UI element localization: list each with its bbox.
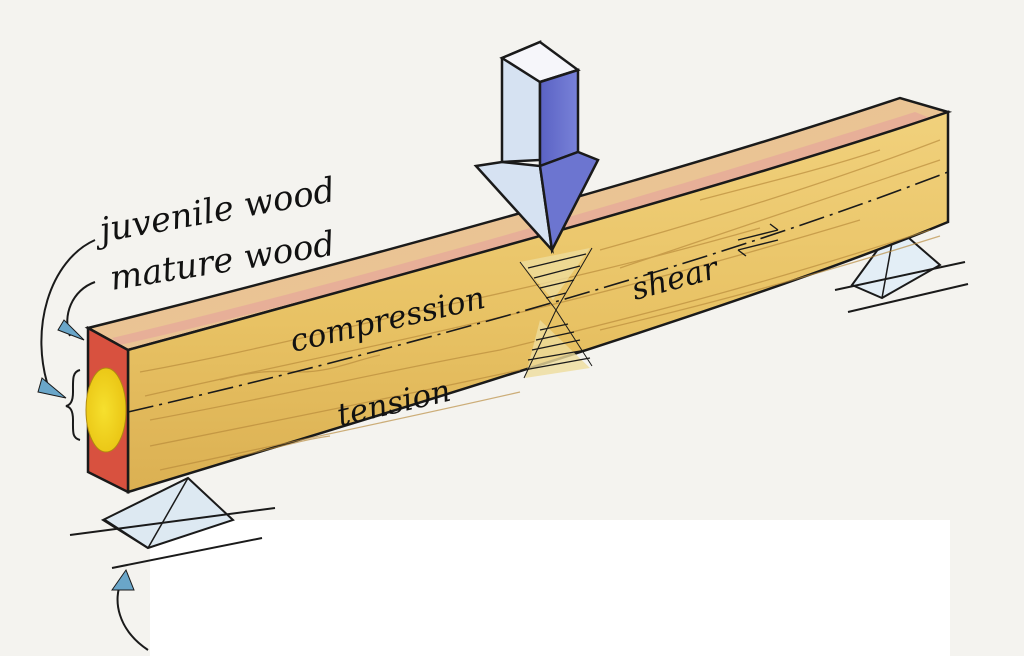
left-support-icon: [69, 476, 276, 569]
mature-arrowhead-icon: [57, 319, 85, 341]
support-arrowhead-icon: [111, 568, 135, 591]
shear-zone: [519, 247, 593, 379]
neutral-axis: [127, 171, 949, 413]
blank-patch: [150, 520, 950, 656]
load-arrow-icon: [473, 40, 600, 255]
juvenile-arrowhead-icon: [37, 377, 67, 399]
shear-arrows-icon: [737, 223, 779, 257]
core-brace: [65, 369, 81, 441]
arrowheads: [37, 319, 135, 591]
beam-front-face: [126, 110, 950, 494]
wood-grain: [139, 139, 941, 471]
beam-top-juvenile-stripe: [112, 112, 930, 345]
juvenile-core: [85, 367, 127, 453]
juvenile-leader-arrow: [40, 239, 96, 393]
